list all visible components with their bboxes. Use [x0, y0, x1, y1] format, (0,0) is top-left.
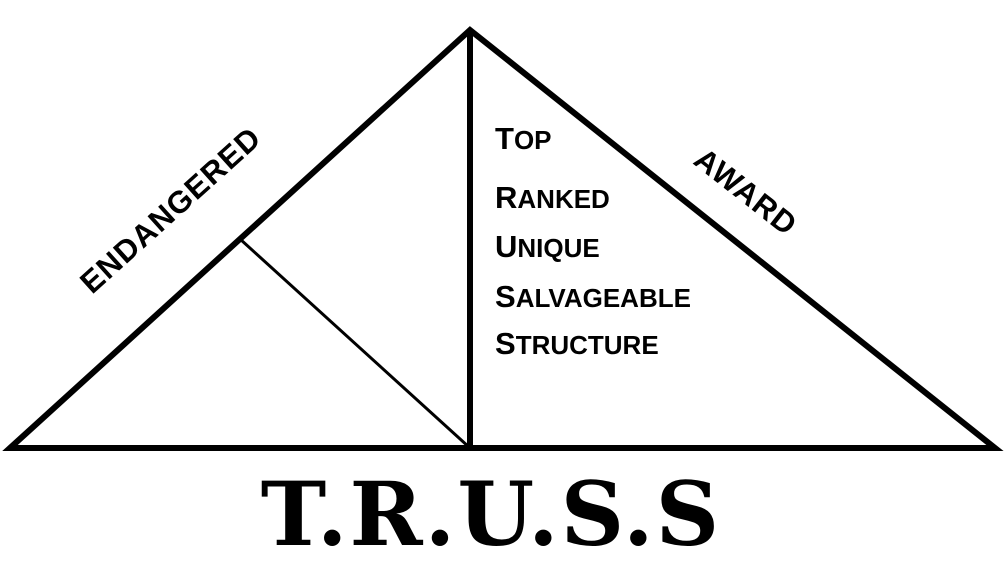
acronym-initial: S: [495, 279, 516, 314]
acronym-rest: ALVAGEABLE: [516, 283, 691, 313]
acronym-line: STRUCTURE: [495, 326, 659, 361]
acronym-line: TOP: [495, 121, 552, 156]
right-side-label: AWARD: [688, 141, 804, 243]
acronym-list: TOP RANKED UNIQUE SALVAGEABLE STRUCTURE: [495, 121, 691, 361]
acronym-rest: OP: [514, 125, 552, 155]
diagram-title: T.R.U.S.S: [261, 462, 721, 565]
acronym-initial: S: [495, 326, 516, 361]
acronym-initial: U: [495, 229, 517, 264]
acronym-line: RANKED: [495, 180, 610, 215]
left-side-label: ENDANGERED: [73, 120, 268, 300]
acronym-rest: ANKED: [517, 184, 609, 214]
acronym-initial: T: [495, 121, 514, 156]
acronym-initial: R: [495, 180, 517, 215]
acronym-rest: NIQUE: [517, 233, 599, 263]
acronym-line: SALVAGEABLE: [495, 279, 691, 314]
diagonal-web-member: [238, 237, 472, 450]
acronym-rest: TRUCTURE: [516, 330, 659, 360]
acronym-line: UNIQUE: [495, 229, 600, 264]
